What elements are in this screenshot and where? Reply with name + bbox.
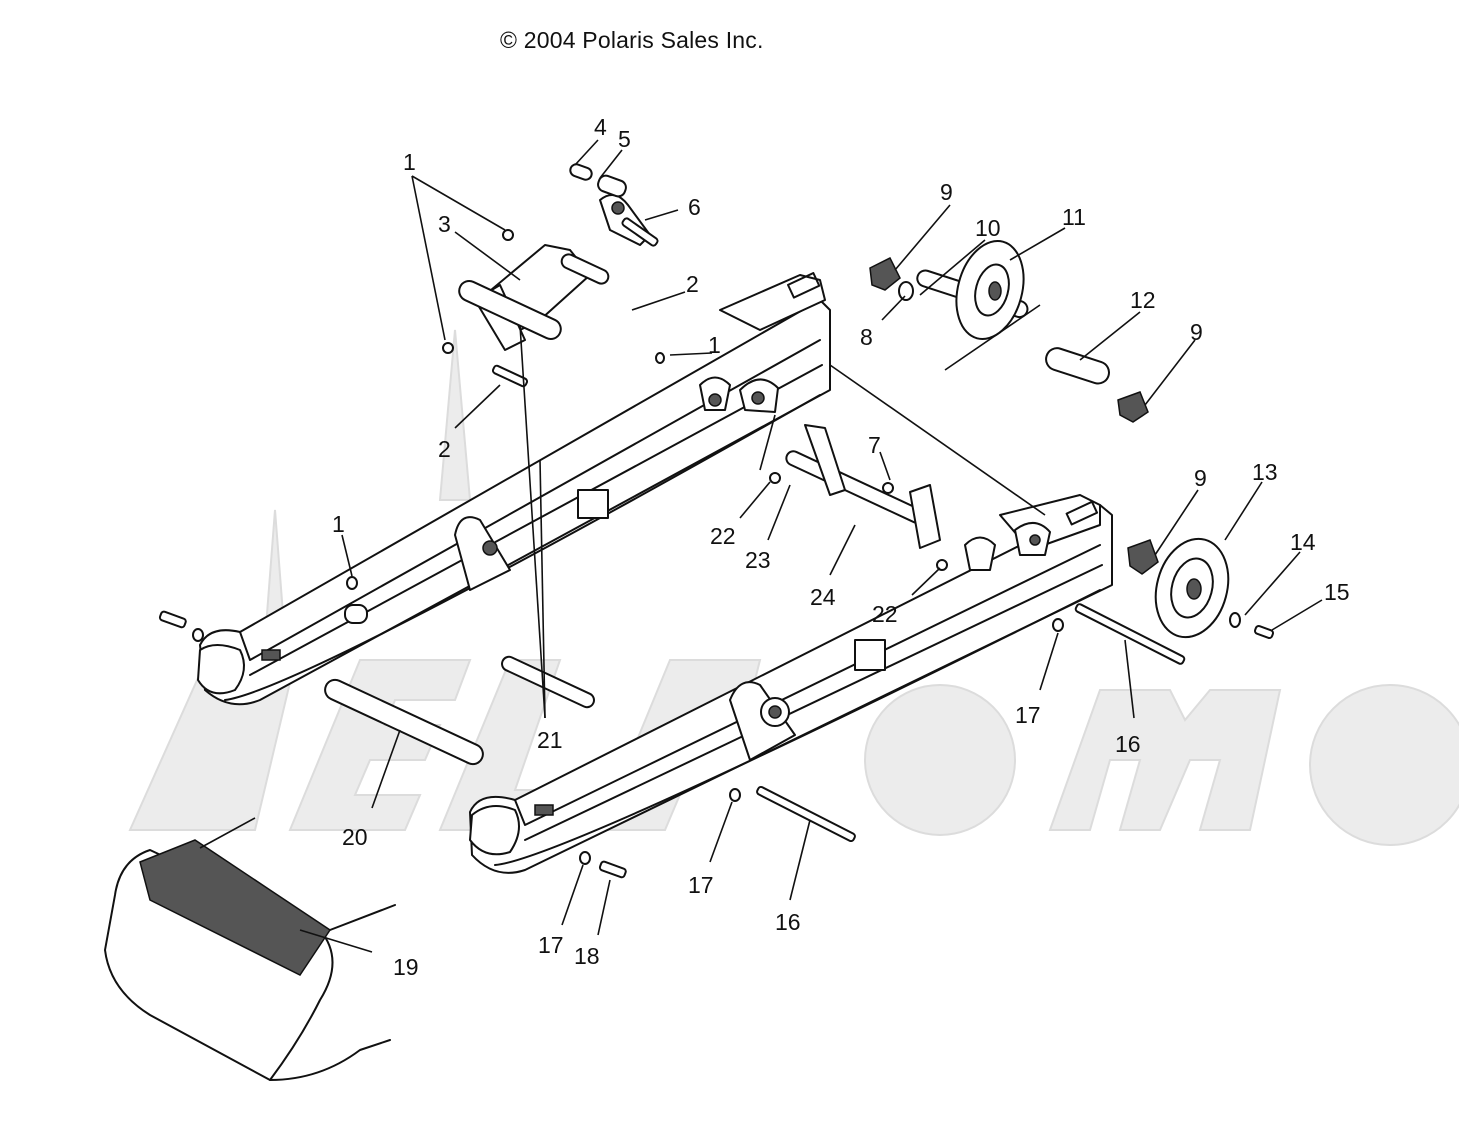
callout-7: 7 (868, 432, 881, 458)
callouts: 1 1 1 2 2 3 4 5 6 7 8 9 9 9 10 11 12 13 … (332, 114, 1350, 980)
callout-16: 16 (775, 909, 801, 935)
callout-9: 9 (1194, 465, 1207, 491)
callout-23: 23 (745, 547, 771, 573)
track (104, 839, 396, 1081)
callout-11: 11 (1062, 204, 1086, 230)
copyright-notice: © 2004 Polaris Sales Inc. (500, 27, 764, 53)
leader-lines (199, 139, 1323, 953)
callout-6: 6 (688, 194, 701, 220)
callout-9: 9 (1190, 319, 1203, 345)
upper-torque-arm (442, 163, 659, 388)
callout-12: 12 (1130, 287, 1156, 313)
callout-18: 18 (574, 943, 600, 969)
left-rail (197, 272, 831, 706)
callout-2: 2 (438, 436, 451, 462)
cross-shafts (158, 352, 1186, 879)
callout-1: 1 (332, 511, 345, 537)
callout-24: 24 (810, 584, 836, 610)
callout-1: 1 (403, 149, 416, 175)
callout-13: 13 (1252, 459, 1278, 485)
callout-19: 19 (393, 954, 419, 980)
right-rail (469, 494, 1113, 874)
rear-wheel-assembly (1127, 537, 1274, 639)
callout-22: 22 (872, 601, 898, 627)
callout-14: 14 (1290, 529, 1316, 555)
callout-17: 17 (538, 932, 564, 958)
callout-9: 9 (940, 179, 953, 205)
callout-17: 17 (688, 872, 714, 898)
callout-1: 1 (708, 332, 721, 358)
callout-10: 10 (975, 215, 1001, 241)
callout-2: 2 (686, 271, 699, 297)
callout-5: 5 (618, 126, 631, 152)
upper-idler-assembly (869, 239, 1149, 423)
callout-16: 16 (1115, 731, 1141, 757)
callout-22: 22 (710, 523, 736, 549)
callout-4: 4 (594, 114, 607, 140)
watermark-logo (128, 329, 1459, 846)
callout-20: 20 (342, 824, 368, 850)
callout-15: 15 (1324, 579, 1350, 605)
callout-8: 8 (860, 324, 873, 350)
callout-21: 21 (537, 727, 563, 753)
callout-3: 3 (438, 211, 451, 237)
callout-17: 17 (1015, 702, 1041, 728)
